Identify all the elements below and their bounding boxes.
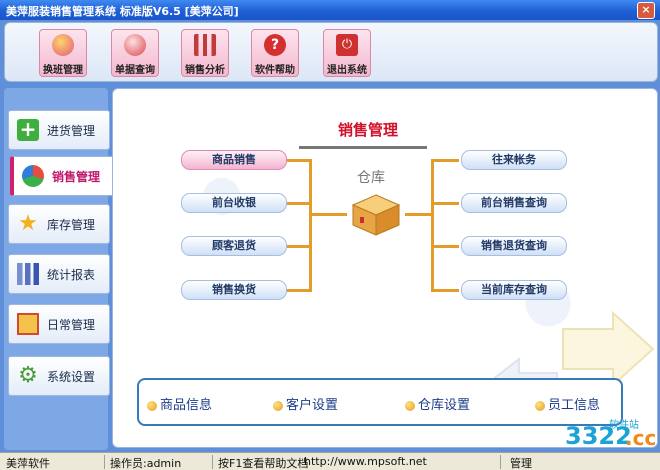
link-label: 仓库设置 [418,398,471,413]
site-watermark: 软件站 3322 .cc [565,416,657,452]
sidebar-item-purchase[interactable]: + 进货管理 [8,110,110,150]
front-sales-query-button[interactable]: 前台销售查询 [461,193,567,213]
watermark-number: 3322 [565,422,632,450]
toolbar-label: 换班管理 [43,65,83,76]
window-title: 美萍服装销售管理系统 标准版V6.5 [美萍公司] [6,5,239,18]
exit-system-button[interactable]: ⏻ 退出系统 [323,29,371,77]
warehouse-settings-link[interactable]: 仓库设置 [405,394,470,413]
status-bar: 美萍软件 操作员:admin 按F1查看帮助文档 http://www.mpso… [0,452,660,470]
toolbar-label: 销售分析 [185,65,225,76]
status-divider [500,455,501,469]
link-label: 客户设置 [286,398,339,413]
cashier-button[interactable]: 前台收银 [181,193,287,213]
accounts-button[interactable]: 往来帐务 [461,150,567,170]
connector-line [431,159,459,162]
toolbar: 换班管理 单据查询 销售分析 ? 软件帮助 ⏻ 退出系统 [4,22,658,82]
sales-return-query-button[interactable]: 销售退货查询 [461,236,567,256]
sidebar-item-label: 销售管理 [52,170,101,184]
report-icon [17,263,39,285]
sidebar-item-sales[interactable]: 销售管理 [10,156,119,196]
bar-chart-icon [194,34,216,56]
close-button[interactable]: × [637,2,655,19]
power-icon: ⏻ [336,34,358,56]
connector-line [285,245,311,248]
connector-line [431,289,459,292]
sidebar-item-label: 日常管理 [47,318,96,332]
bullet-icon [147,400,157,411]
gear-icon: ⚙ [18,363,38,388]
calendar-icon [17,313,39,335]
status-operator: 操作员:admin [110,457,182,470]
connector-line [285,202,311,205]
help-icon: ? [264,34,286,56]
toolbar-label: 软件帮助 [255,65,295,76]
customer-return-button[interactable]: 顾客退货 [181,236,287,256]
link-label: 员工信息 [548,398,601,413]
bullet-icon [535,400,545,411]
customer-settings-link[interactable]: 客户设置 [273,394,338,413]
goods-info-link[interactable]: 商品信息 [147,394,212,413]
page-title: 销售管理 [338,121,399,139]
sales-analysis-button[interactable]: 销售分析 [181,29,229,77]
connector-line [309,159,312,292]
status-url: http://www.mpsoft.net [304,455,427,468]
box-icon [351,194,401,236]
status-divider [104,455,105,469]
bullet-icon [273,400,283,411]
sidebar-item-label: 库存管理 [47,218,96,232]
main-panel: 销售管理 仓库 商品销售 前台收银 顾客退货 销售换货 往来帐务 前台销售查询 … [112,88,658,448]
arrow-right-icon [562,310,655,388]
current-stock-query-button[interactable]: 当前库存查询 [461,280,567,300]
connector-line [405,213,433,216]
toolbar-label: 退出系统 [327,65,367,76]
status-admin: 管理 [510,457,532,470]
document-query-button[interactable]: 单据查询 [111,29,159,77]
sidebar-item-reports[interactable]: 统计报表 [8,254,110,294]
link-label: 商品信息 [160,398,213,413]
status-app: 美萍软件 [6,457,50,470]
toolbar-label: 单据查询 [115,65,155,76]
watermark-tld: .cc [625,426,657,450]
star-icon: ★ [18,211,38,236]
people-icon [52,34,74,56]
title-bar: 美萍服装销售管理系统 标准版V6.5 [美萍公司] × [0,0,660,20]
bullet-icon [405,400,415,411]
watermark-site: 软件站 [609,420,639,431]
magnifier-icon [124,34,146,56]
sidebar-item-daily[interactable]: 日常管理 [8,304,110,344]
info-links-bar: 商品信息 客户设置 仓库设置 员工信息 [137,378,623,426]
connector-line [285,159,311,162]
connector-line [309,213,347,216]
connector-line [431,159,434,292]
connector-line [285,289,311,292]
title-divider [299,146,427,149]
plus-icon: + [17,119,39,141]
sidebar-item-label: 系统设置 [47,370,96,384]
sidebar: + 进货管理 销售管理 ★ 库存管理 统计报表 日常管理 ⚙ 系统设置 [4,88,119,450]
staff-info-link[interactable]: 员工信息 [535,394,600,413]
connector-line [431,245,459,248]
status-divider [212,455,213,469]
sidebar-item-label: 进货管理 [47,124,96,138]
sidebar-item-inventory[interactable]: ★ 库存管理 [8,204,110,244]
status-help: 按F1查看帮助文档 [218,457,309,470]
shift-management-button[interactable]: 换班管理 [39,29,87,77]
software-help-button[interactable]: ? 软件帮助 [251,29,299,77]
goods-sale-button[interactable]: 商品销售 [181,150,287,170]
sidebar-item-settings[interactable]: ⚙ 系统设置 [8,356,110,396]
connector-line [431,202,459,205]
sidebar-item-label: 统计报表 [47,268,96,282]
sales-exchange-button[interactable]: 销售换货 [181,280,287,300]
warehouse-label: 仓库 [357,170,385,186]
pie-icon [22,165,44,187]
